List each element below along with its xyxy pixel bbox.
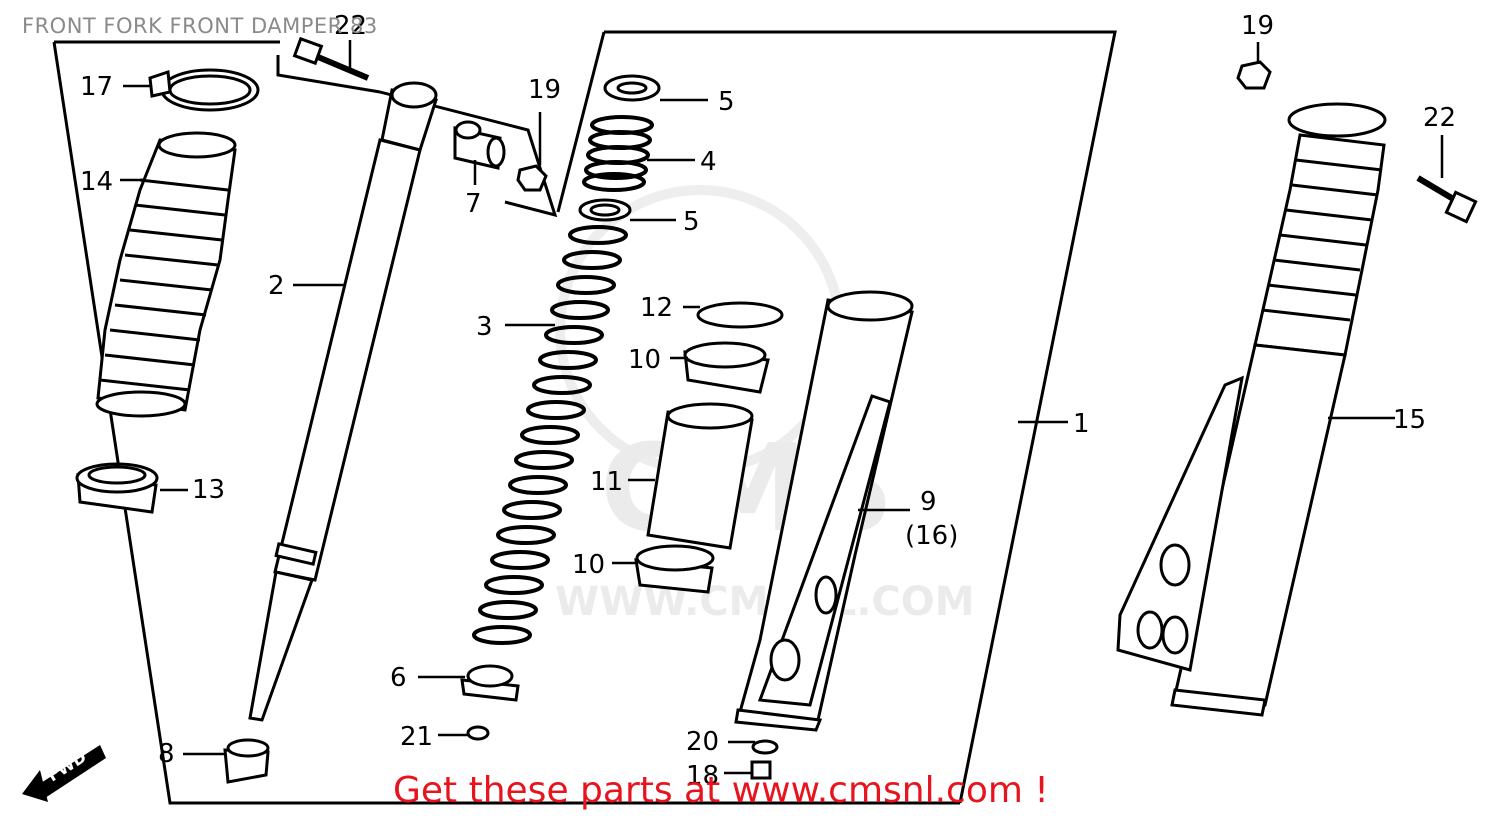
part-5-washer-mid — [578, 198, 632, 222]
part-10-bushing-bottom — [634, 544, 715, 594]
group-frame-right — [556, 30, 1117, 804]
part-6-seat — [460, 664, 520, 702]
callout-16: (16) — [905, 521, 958, 551]
part-22-bolt-right — [1416, 175, 1478, 224]
callout-22-left: 22 — [334, 11, 367, 41]
part-10-bushing-top — [683, 341, 770, 394]
callout-10-top: 10 — [628, 345, 661, 375]
part-14-boot — [95, 131, 237, 418]
part-18-bolt — [750, 760, 772, 780]
part-2-damper-rod — [248, 81, 438, 722]
callout-15: 15 — [1393, 405, 1426, 435]
part-19-nut-right — [1236, 60, 1272, 90]
part-19-nut-left — [516, 164, 548, 192]
part-15-fork-assembly — [1116, 102, 1387, 717]
part-11-sleeve — [646, 402, 754, 550]
fwd-arrow: FWD — [22, 745, 106, 802]
part-13-seal — [75, 462, 159, 514]
callout-3: 3 — [476, 312, 493, 342]
callout-5-top: 5 — [718, 87, 735, 117]
part-4-short-spring — [582, 115, 654, 192]
callout-22-right: 22 — [1423, 103, 1456, 133]
callout-7: 7 — [465, 189, 482, 219]
part-5-washer-top — [603, 74, 661, 102]
callout-6: 6 — [390, 663, 407, 693]
callout-11: 11 — [590, 467, 623, 497]
page-title: FRONT FORK FRONT DAMPER 83 — [22, 14, 378, 38]
callout-14: 14 — [80, 167, 113, 197]
callout-19-left: 19 — [528, 75, 561, 105]
part-3-main-spring — [472, 225, 628, 645]
callout-4: 4 — [700, 147, 717, 177]
callout-8: 8 — [158, 739, 175, 769]
callout-12: 12 — [640, 293, 673, 323]
callout-21: 21 — [400, 722, 433, 752]
callout-13: 13 — [192, 475, 225, 505]
part-12-circlip — [696, 301, 784, 329]
part-20-washer — [751, 739, 779, 755]
callout-9: 9 — [920, 487, 937, 517]
group-frame-left — [52, 40, 960, 805]
part-7-bush — [453, 120, 506, 170]
callout-2: 2 — [268, 271, 285, 301]
callout-19-right: 19 — [1241, 11, 1274, 41]
part-22-bolt-left — [292, 36, 370, 81]
callout-5-mid: 5 — [683, 207, 700, 237]
callout-18: 18 — [686, 761, 719, 791]
callout-20: 20 — [686, 727, 719, 757]
leader-lines — [120, 40, 1444, 775]
part-21-nut — [466, 725, 490, 741]
callout-17: 17 — [80, 72, 113, 102]
callout-10-bottom: 10 — [572, 550, 605, 580]
callout-labels: 22 17 14 2 13 8 7 19 5 4 5 3 12 10 11 10… — [80, 11, 1456, 791]
part-8-cap — [223, 738, 270, 784]
cta-link[interactable]: Get these parts at www.cmsnl.com ! — [393, 770, 1049, 811]
callout-1: 1 — [1073, 409, 1090, 439]
part-1-fork-bottom-case — [734, 290, 914, 732]
part-17-clamp — [148, 68, 260, 112]
